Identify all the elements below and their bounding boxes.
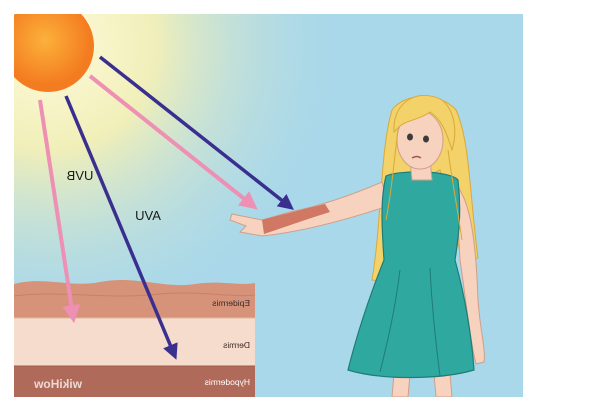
dermis-label: Dermis (223, 340, 250, 350)
hypodermis-label: Hypodermis (205, 377, 250, 387)
eye (407, 134, 413, 141)
uva-label: UVA (135, 208, 161, 223)
watermark: wikiHow (33, 377, 83, 391)
sun (2, 0, 94, 92)
eye (423, 136, 429, 143)
uvb-label: UVB (67, 168, 94, 183)
epidermis-label: Epidermis (212, 298, 250, 308)
dermis-layer (14, 318, 255, 366)
